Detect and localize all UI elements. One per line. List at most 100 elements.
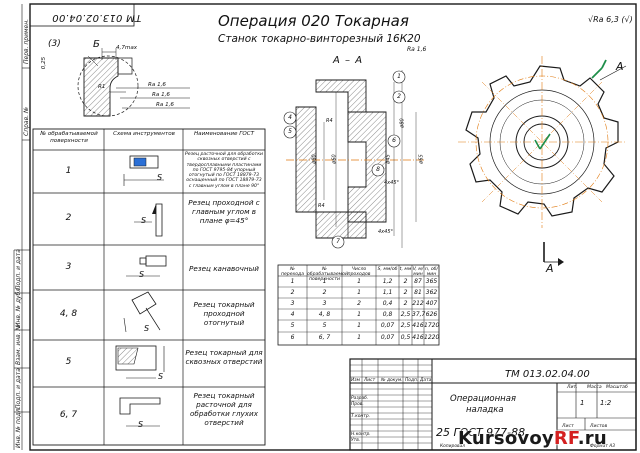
- params-cell-6-4: 0,07: [380, 334, 395, 341]
- scheme-feed-6: S: [138, 420, 144, 429]
- params-cell-1-5: 2: [403, 278, 408, 285]
- params-cell-3-6: 212: [412, 300, 424, 307]
- callout-2: 2: [397, 93, 401, 100]
- tb-role-check: Пров.: [351, 402, 364, 407]
- tool-row-2-name: Резец проходной с главным углом в плане …: [188, 198, 260, 225]
- tb-col-sign: Подп.: [405, 378, 419, 383]
- params-header-5: t, мм: [399, 267, 412, 272]
- scheme-feed-3: S: [139, 270, 145, 279]
- section-dim-d80-b: ø80: [399, 118, 406, 128]
- section-roughness: Ra 1,6: [407, 46, 427, 53]
- params-cell-1-3: 1: [357, 278, 361, 285]
- params-cell-5-4: 0,07: [380, 322, 395, 329]
- arrow-label-bottom: А: [546, 262, 554, 275]
- params-cell-4-2: 4, 8: [318, 311, 331, 318]
- params-header-3: Число проходов: [347, 267, 371, 277]
- detail-dim-radius: R1: [98, 84, 106, 90]
- params-cell-3-3: 2: [357, 300, 361, 307]
- params-cell-2-1: 2: [290, 289, 295, 296]
- callout-1: 1: [397, 73, 401, 80]
- tool-row-2-num: 2: [65, 213, 72, 223]
- watermark-part-3: .ru: [577, 428, 607, 449]
- params-cell-3-2: 3: [322, 300, 327, 307]
- tool-row-6-num: 6, 7: [59, 410, 78, 420]
- title-block-code: ТМ 013.02.04.00: [505, 369, 590, 380]
- params-cell-2-7: 362: [425, 289, 438, 296]
- title-block-gost: 25 ГОСТ 977-88: [436, 426, 526, 439]
- tool-row-1-name: Резец расточной для обработки сквозных о…: [185, 152, 263, 189]
- params-cell-4-7: 626: [425, 311, 438, 318]
- detail-roughness-1: Ra 1,6: [148, 82, 166, 88]
- general-roughness: √Ra 6,3 (√): [588, 15, 633, 24]
- tb-col-doc: № докум.: [381, 378, 403, 383]
- scheme-feed-2: S: [141, 216, 147, 225]
- tool-row-6-name: Резец токарный расточной для обработки г…: [190, 391, 258, 427]
- detail-view-b: [77, 48, 190, 117]
- section-dim-d65: ø65: [418, 154, 425, 164]
- scheme-feed-4: S: [144, 324, 150, 333]
- section-dim-chamfer-b: 4x45°: [378, 229, 394, 235]
- section-dim-r4-a: R4: [326, 118, 333, 124]
- title-block-lit-label: Лит.: [567, 385, 578, 390]
- params-cell-4-4: 0,8: [382, 311, 393, 318]
- params-cell-5-2: 5: [322, 322, 327, 329]
- params-header-7: n, об/мин: [424, 267, 439, 277]
- params-cell-2-4: 1,1: [382, 289, 393, 296]
- title-block-mass-label: Масса: [587, 385, 602, 390]
- tool-table-header-name: Наименование ГОСТ: [193, 131, 255, 137]
- params-cell-1-2: 1: [322, 278, 327, 285]
- callout-6: 6: [392, 137, 396, 144]
- strip-label-7: Инв. № подл.: [15, 406, 22, 448]
- params-cell-6-7: 1220: [424, 334, 440, 341]
- tb-role-approve: Утв.: [351, 438, 361, 443]
- tool-table-header-scheme: Схема инструментов: [113, 131, 175, 137]
- detail-roughness-2: Ra 1,6: [152, 92, 170, 98]
- section-dim-d60: ø60: [331, 154, 338, 164]
- watermark-part-2: RF: [553, 428, 578, 449]
- callout-5: 5: [288, 128, 292, 135]
- title-block-lit-value: 1: [580, 399, 585, 407]
- params-cell-1-7: 365: [425, 278, 438, 285]
- title-block-name-1: Операционная: [450, 394, 517, 404]
- params-cell-4-5: 2,5: [400, 311, 411, 318]
- tool-row-4-name: Резец токарный проходной отогнутый: [193, 300, 255, 327]
- tool-row-5-num: 5: [65, 357, 72, 367]
- callout-4: 4: [288, 114, 292, 121]
- title-block-name-2: наладка: [466, 405, 504, 415]
- params-header-6: V, м/мин: [412, 267, 424, 277]
- view-label: Б: [93, 39, 100, 50]
- tool-row-3-num: 3: [65, 262, 72, 272]
- tb-col-date: Дата: [420, 378, 432, 383]
- machine-subtitle: Станок токарно-винторезный 16К20: [218, 33, 421, 45]
- detail-roughness-3: Ra 1,6: [156, 102, 174, 108]
- callout-7: 7: [336, 238, 340, 245]
- strip-label-1: Перв. примен.: [23, 18, 30, 64]
- strip-label-3: Подп. и дата: [15, 249, 22, 290]
- params-cell-5-3: 1: [357, 322, 361, 329]
- strip-label-5: Взам. инв. №: [15, 324, 22, 365]
- strip-label-2: Справ. №: [23, 106, 30, 136]
- section-dim-d80: ø80: [311, 154, 318, 164]
- detail-dim-tol: 0,25: [41, 56, 48, 70]
- title-block-scale-label: Масштаб: [606, 385, 628, 390]
- params-cell-5-5: 2,5: [400, 322, 411, 329]
- params-cell-4-3: 1: [357, 311, 361, 318]
- tool-row-4-num: 4, 8: [59, 309, 78, 319]
- params-cell-6-5: 0,5: [400, 334, 411, 341]
- tb-format: Формат А3: [590, 444, 616, 449]
- section-label: А – А: [333, 55, 364, 66]
- params-cell-5-1: 5: [290, 322, 295, 329]
- params-cell-2-6: 81: [414, 289, 422, 296]
- params-cell-6-1: 6: [290, 334, 295, 341]
- detail-number: (3): [48, 39, 61, 49]
- tb-col-list: Лист: [364, 378, 376, 383]
- title-block-scale-value: 1:2: [600, 399, 612, 407]
- params-cell-5-7: 1720: [424, 322, 440, 329]
- params-cell-4-6: 37,7: [412, 311, 426, 318]
- tool-row-3-name: Резец канавочный: [189, 264, 259, 273]
- watermark-link[interactable]: KursovoyRF.ru: [458, 428, 607, 449]
- params-cell-2-2: 2: [322, 289, 327, 296]
- tb-col-izm: Изм: [351, 378, 360, 383]
